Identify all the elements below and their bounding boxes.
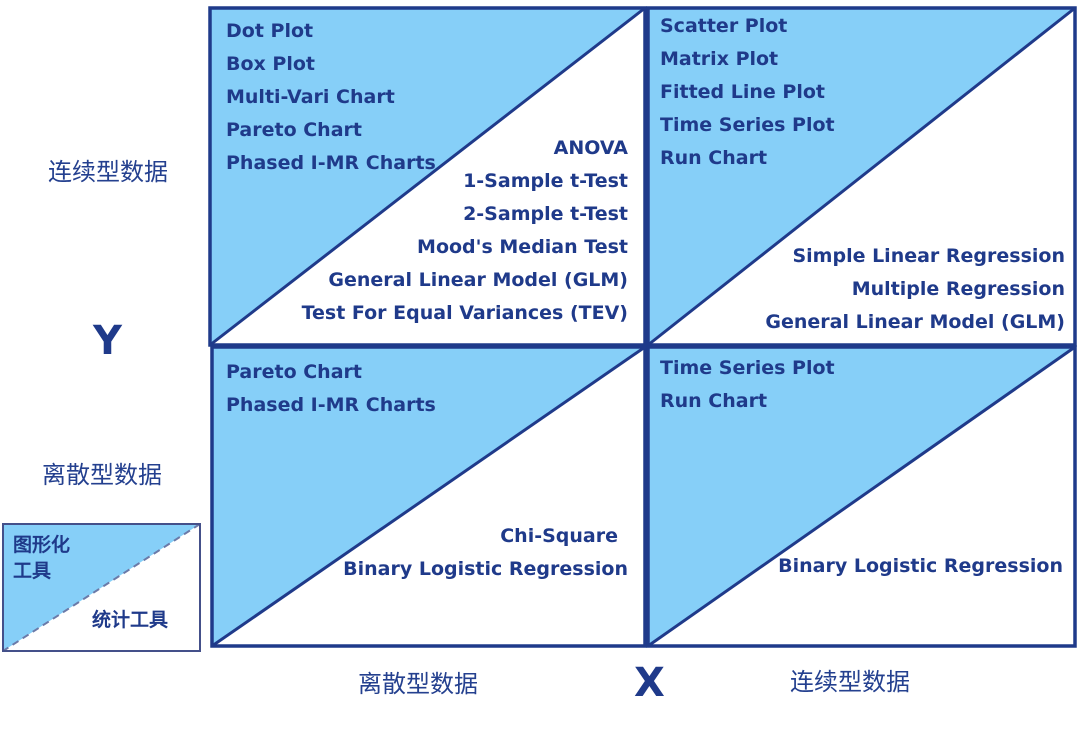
legend-stat-label: 统计工具	[92, 609, 169, 631]
y-axis-letter: Y	[93, 318, 122, 364]
divider-bottom-left	[211, 345, 646, 648]
tool-item: Scatter Plot	[660, 15, 788, 37]
legend-divider-dashed	[2, 523, 201, 652]
legend-graphic-triangle	[3, 524, 200, 651]
legend-graphic-line1: 图形化	[13, 534, 71, 556]
y-axis-discrete-label: 离散型数据	[42, 461, 162, 489]
divider-top-left	[209, 6, 646, 347]
divider-bottom-right	[647, 345, 1076, 648]
tool-item: Dot Plot	[226, 20, 314, 42]
quadrant-bottom-left-border	[210, 345, 647, 648]
tool-item: Phased I-MR Charts	[226, 152, 436, 174]
graphic-tools-top-left: Dot Plot Box Plot Multi-Vari Chart Paret…	[226, 15, 436, 180]
tool-item: 2-Sample t-Test	[463, 203, 628, 225]
graphic-tools-bottom-right: Time Series Plot Run Chart	[660, 352, 835, 418]
tool-item: Pareto Chart	[226, 119, 362, 141]
tool-item: Binary Logistic Regression	[343, 558, 628, 580]
stat-tools-top-left: ANOVA 1-Sample t-Test 2-Sample t-Test Mo…	[302, 132, 628, 330]
tool-item: Phased I-MR Charts	[226, 394, 436, 416]
quadrant-bottom-right-border	[646, 345, 1077, 648]
tool-item: Multi-Vari Chart	[226, 86, 395, 108]
legend-border	[2, 523, 201, 652]
x-axis-letter: X	[634, 660, 665, 706]
graphic-tools-top-right: Scatter Plot Matrix Plot Fitted Line Plo…	[660, 10, 835, 175]
tool-item: Time Series Plot	[660, 114, 835, 136]
quadrant-top-left-border	[208, 6, 647, 347]
tool-item: Time Series Plot	[660, 357, 835, 379]
y-axis-continuous-label: 连续型数据	[48, 158, 168, 186]
tool-item: Pareto Chart	[226, 361, 362, 383]
quadrant-top-right-border	[646, 6, 1077, 347]
tool-item: Chi-Square	[500, 525, 618, 547]
legend-graphic-line2: 工具	[13, 560, 52, 582]
stat-tools-top-right: Simple Linear Regression Multiple Regres…	[765, 240, 1065, 339]
tool-item: Matrix Plot	[660, 48, 779, 70]
legend-graphic-label: 图形化 工具	[13, 532, 70, 584]
tool-item: Run Chart	[660, 147, 768, 169]
tool-item: General Linear Model (GLM)	[765, 311, 1065, 333]
tool-item: General Linear Model (GLM)	[328, 269, 628, 291]
tool-item: Box Plot	[226, 53, 315, 75]
x-axis-continuous-label: 连续型数据	[790, 668, 910, 696]
tool-item: Mood's Median Test	[417, 236, 628, 258]
x-axis-discrete-label: 离散型数据	[358, 670, 478, 698]
stat-tools-bottom-left: Chi-Square Binary Logistic Regression	[343, 520, 628, 586]
stat-tools-bottom-right: Binary Logistic Regression	[778, 550, 1063, 583]
tool-item: ANOVA	[553, 137, 628, 159]
tool-item: Multiple Regression	[851, 278, 1065, 300]
tool-item: Fitted Line Plot	[660, 81, 825, 103]
tool-item: Test For Equal Variances (TEV)	[301, 302, 628, 324]
tool-item: Simple Linear Regression	[792, 245, 1065, 267]
tool-item: Run Chart	[660, 390, 768, 412]
divider-top-right	[647, 6, 1076, 347]
graphic-tools-bottom-left: Pareto Chart Phased I-MR Charts	[226, 356, 436, 422]
tool-item: Binary Logistic Regression	[778, 555, 1063, 577]
tool-item: 1-Sample t-Test	[463, 170, 628, 192]
